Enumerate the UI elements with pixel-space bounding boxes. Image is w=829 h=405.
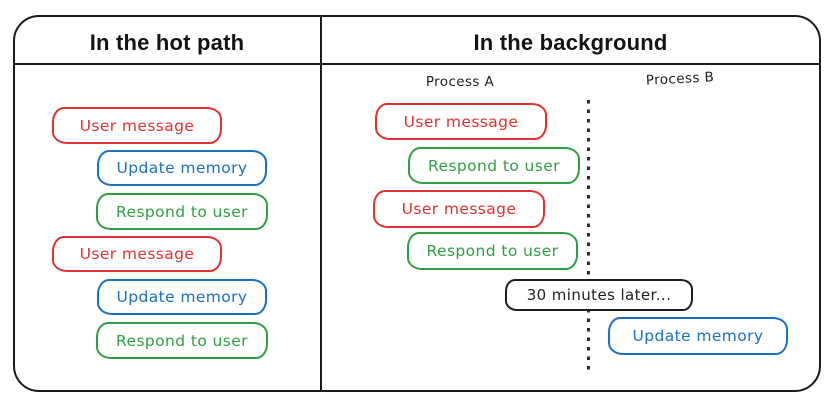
timeline-note-label: 30 minutes later... (526, 286, 672, 304)
flow-box-update-memory: Update memory (608, 317, 788, 355)
flow-box-label: User message (401, 200, 517, 218)
flow-box-label: Update memory (116, 288, 248, 306)
flow-box-label: Respond to user (428, 156, 560, 175)
flow-box-label: User message (79, 245, 195, 263)
flow-box-label: User message (403, 112, 519, 131)
header-separator-line (15, 63, 819, 65)
right-panel-title: In the background (473, 30, 668, 55)
flow-box-label: Update memory (632, 327, 764, 345)
flow-box-label: Respond to user (116, 202, 248, 221)
flow-box-respond-to-user: Respond to user (408, 147, 580, 184)
flow-box-user-message: User message (375, 103, 547, 140)
flow-box-user-message: User message (373, 190, 545, 228)
flow-box-respond-to-user: Respond to user (96, 193, 268, 230)
flow-box-update-memory: Update memory (97, 150, 267, 186)
flow-box-user-message: User message (52, 236, 222, 272)
flow-box-label: Respond to user (426, 242, 559, 260)
flow-box-update-memory: Update memory (97, 279, 267, 315)
process-divider-dotted-line (587, 100, 590, 372)
left-panel-title: In the hot path (89, 30, 245, 55)
process-a-label: Process A (425, 74, 495, 90)
flow-box-respond-to-user: Respond to user (96, 322, 268, 359)
timeline-note-box: 30 minutes later... (505, 279, 693, 311)
panel-divider-line (320, 16, 322, 391)
flow-box-label: Update memory (116, 159, 248, 177)
flow-box-label: Respond to user (116, 331, 248, 350)
flow-box-user-message: User message (52, 107, 222, 144)
flow-box-respond-to-user: Respond to user (407, 232, 578, 270)
flow-box-label: User message (79, 116, 195, 135)
